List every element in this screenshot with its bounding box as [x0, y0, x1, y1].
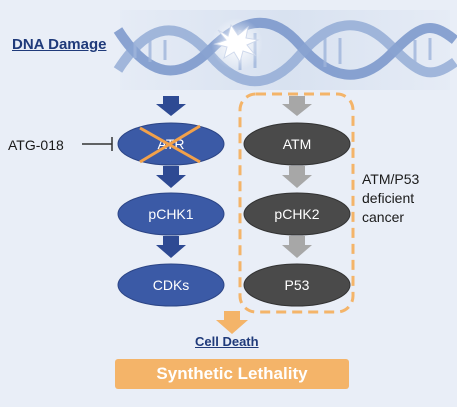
right-arrows	[282, 96, 312, 258]
arrow-atm-to-pchk2	[282, 166, 312, 188]
node-pchk1: pCHK1	[117, 192, 225, 236]
left-arrows	[156, 96, 186, 258]
node-pchk2: pCHK2	[243, 192, 351, 236]
node-pchk1-label: pCHK1	[148, 206, 193, 222]
arrow-dna-to-atr	[156, 96, 186, 116]
deficient-cancer-label: ATM/P53 deficient cancer	[362, 171, 420, 225]
node-atr: ATR	[117, 122, 225, 166]
dna-helix	[113, 10, 457, 90]
node-p53: P53	[243, 263, 351, 307]
node-cdks: CDKs	[117, 263, 225, 307]
arrow-pchk2-to-p53	[282, 236, 312, 258]
arrow-to-cell-death	[216, 311, 248, 334]
node-p53-label: P53	[285, 277, 310, 293]
arrow-pchk1-to-cdks	[156, 236, 186, 258]
deficient-pathway-box	[238, 92, 355, 314]
arrow-dna-to-atm	[282, 96, 312, 116]
crossed-out-icon	[139, 124, 201, 164]
inhibition-marker	[82, 137, 113, 151]
diagram-title: DNA Damage	[12, 36, 107, 53]
arrow-atr-to-pchk1	[156, 166, 186, 188]
node-atm-label: ATM	[283, 136, 312, 152]
node-cdks-label: CDKs	[153, 277, 190, 293]
node-pchk2-label: pCHK2	[274, 206, 319, 222]
synthetic-lethality-banner: Synthetic Lethality	[115, 359, 349, 389]
damage-burst-icon	[211, 18, 263, 70]
node-atm: ATM	[243, 122, 351, 166]
inhibitor-label: ATG-018	[8, 137, 64, 153]
cell-death-label: Cell Death	[195, 334, 259, 349]
